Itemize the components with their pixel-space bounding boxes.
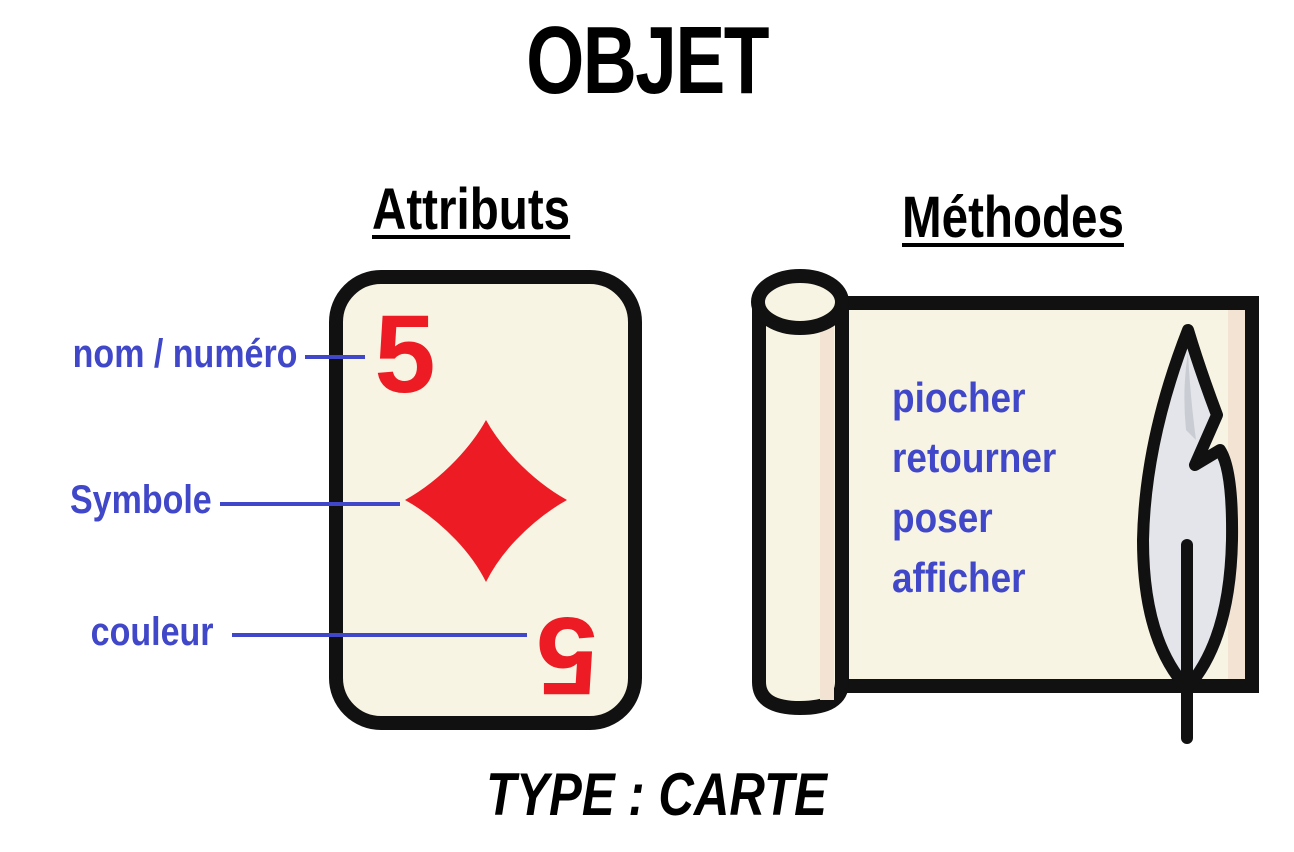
methods-heading: Méthodes bbox=[902, 185, 1124, 250]
label-connectors bbox=[220, 355, 527, 637]
methods-list: piocher retourner poser afficher bbox=[892, 374, 1079, 615]
card-label-name: nom / numéro bbox=[72, 332, 297, 376]
method-item: retourner bbox=[892, 434, 1057, 481]
card-label-color: couleur bbox=[90, 610, 213, 654]
playing-card: 5 5 bbox=[329, 270, 642, 730]
type-caption: TYPE : CARTE bbox=[486, 761, 827, 828]
scroll-illustration bbox=[751, 269, 1259, 744]
method-item: poser bbox=[892, 494, 993, 541]
method-item: piocher bbox=[892, 374, 1026, 421]
attributes-heading: Attributs bbox=[372, 177, 571, 242]
quill-icon bbox=[1137, 324, 1239, 744]
method-item: afficher bbox=[892, 554, 1026, 601]
card-label-symbol: Symbole bbox=[70, 478, 212, 522]
card-rank-bottom: 5 bbox=[536, 594, 597, 717]
diamond-icon bbox=[405, 420, 567, 582]
card-rank-top: 5 bbox=[374, 293, 435, 416]
diagram-title: OBJET bbox=[526, 7, 769, 114]
